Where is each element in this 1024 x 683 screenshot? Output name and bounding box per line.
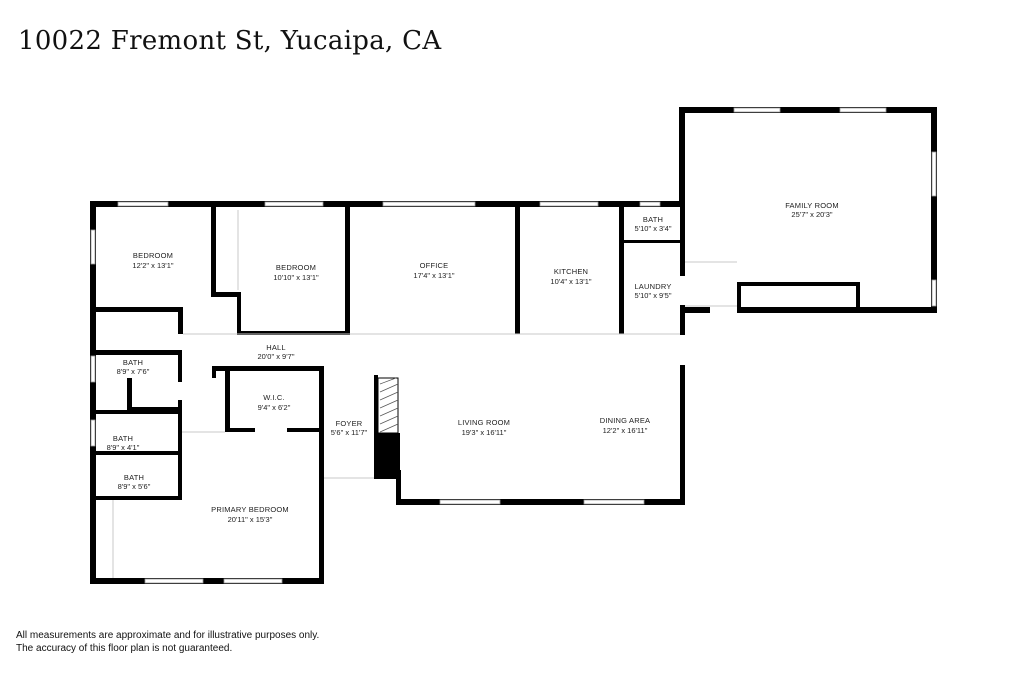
room-name: KITCHEN xyxy=(554,267,588,276)
room-dims: 5'10" x 3'4" xyxy=(635,224,672,233)
room-dims: 20'0" x 9'7" xyxy=(258,352,295,361)
room-name: FAMILY ROOM xyxy=(785,201,839,210)
room-dims: 9'4" x 6'2" xyxy=(258,403,291,412)
room-label-kitchen: KITCHEN 10'4" x 13'1" xyxy=(550,267,591,286)
room-dims: 10'4" x 13'1" xyxy=(550,277,591,286)
room-name: HALL xyxy=(266,343,286,352)
room-dims: 20'11" x 15'3" xyxy=(228,515,273,524)
room-name: BATH xyxy=(113,434,133,443)
room-dims: 8'9" x 5'6" xyxy=(118,482,151,491)
room-label-foyer: FOYER 5'6" x 11'7" xyxy=(331,419,368,437)
room-label-dining-area: DINING AREA 12'2" x 16'11" xyxy=(600,416,651,435)
room-label-hall: HALL 20'0" x 9'7" xyxy=(258,343,295,361)
room-label-bath-1: BATH 8'9" x 7'6" xyxy=(117,358,150,376)
room-label-family-room: FAMILY ROOM 25'7" x 20'3" xyxy=(785,201,839,219)
room-label-living-room: LIVING ROOM 19'3" x 16'11" xyxy=(458,418,510,437)
room-name: LAUNDRY xyxy=(634,282,671,291)
room-name: BEDROOM xyxy=(133,251,173,260)
room-name: BEDROOM xyxy=(276,263,316,272)
room-label-bath-3: BATH 8'9" x 5'6" xyxy=(118,473,151,491)
room-name: BATH xyxy=(643,215,663,224)
disclaimer-line: All measurements are approximate and for… xyxy=(16,630,320,641)
address-title: 10022 Fremont St, Yucaipa, CA xyxy=(18,26,442,56)
room-dims: 5'10" x 9'5" xyxy=(635,291,672,300)
room-name: W.I.C. xyxy=(263,393,285,402)
room-dims: 10'10" x 13'1" xyxy=(273,273,319,282)
room-dims: 12'2" x 13'1" xyxy=(132,261,173,270)
fireplace xyxy=(377,377,399,434)
room-dims: 17'4" x 13'1" xyxy=(413,271,454,280)
room-label-bath-top: BATH 5'10" x 3'4" xyxy=(635,215,672,233)
room-name: OFFICE xyxy=(420,261,449,270)
room-label-bath-2: BATH 8'9" x 4'1" xyxy=(107,434,140,452)
windows xyxy=(90,107,937,584)
room-name: BATH xyxy=(123,358,143,367)
room-label-wic: W.I.C. 9'4" x 6'2" xyxy=(258,393,291,412)
room-label-bedroom-1: BEDROOM 12'2" x 13'1" xyxy=(132,251,173,270)
room-labels: BEDROOM 12'2" x 13'1" BEDROOM 10'10" x 1… xyxy=(107,201,839,524)
room-name: FOYER xyxy=(336,419,363,428)
room-name: BATH xyxy=(124,473,144,482)
room-dims: 8'9" x 4'1" xyxy=(107,443,140,452)
interior-walls xyxy=(90,201,685,500)
openings xyxy=(112,210,737,578)
room-dims: 8'9" x 7'6" xyxy=(117,367,150,376)
room-dims: 12'2" x 16'11" xyxy=(603,426,648,435)
room-name: PRIMARY BEDROOM xyxy=(211,505,289,514)
room-name: DINING AREA xyxy=(600,416,651,425)
room-label-laundry: LAUNDRY 5'10" x 9'5" xyxy=(634,282,671,300)
room-dims: 25'7" x 20'3" xyxy=(791,210,832,219)
room-dims: 19'3" x 16'11" xyxy=(462,428,507,437)
room-label-office: OFFICE 17'4" x 13'1" xyxy=(413,261,454,280)
room-name: LIVING ROOM xyxy=(458,418,510,427)
room-dims: 5'6" x 11'7" xyxy=(331,428,368,437)
disclaimer-line: The accuracy of this floor plan is not g… xyxy=(16,643,233,654)
disclaimer: All measurements are approximate and for… xyxy=(16,629,319,655)
room-label-primary-bedroom: PRIMARY BEDROOM 20'11" x 15'3" xyxy=(211,505,289,524)
room-label-bedroom-2: BEDROOM 10'10" x 13'1" xyxy=(273,263,319,282)
